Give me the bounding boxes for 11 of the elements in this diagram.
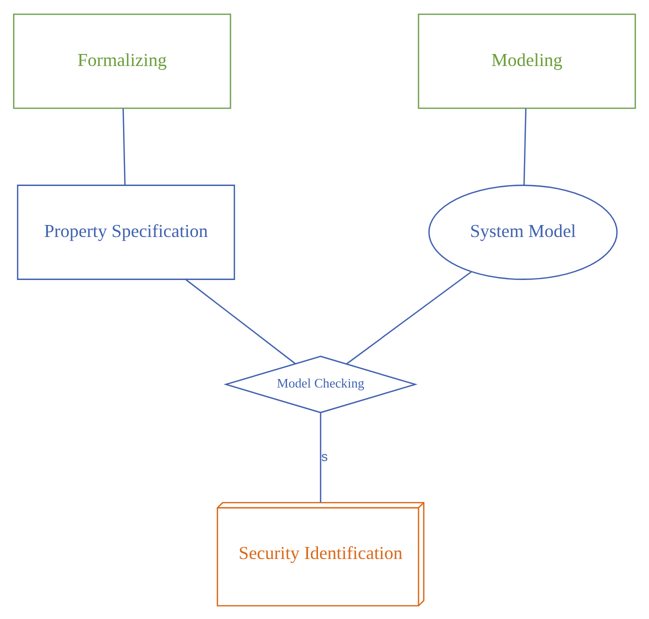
connector xyxy=(122,108,126,185)
node-box: Property Specification xyxy=(16,184,236,280)
connector xyxy=(523,108,526,185)
connector xyxy=(320,412,322,502)
node-diamond: Model Checking xyxy=(224,355,418,413)
node-ellipse: System Model xyxy=(428,184,618,280)
connector xyxy=(186,278,296,364)
node-box: Modeling xyxy=(418,13,636,108)
edge-label: s xyxy=(321,448,328,464)
node-box: Formalizing xyxy=(13,13,232,108)
connector xyxy=(346,270,472,364)
